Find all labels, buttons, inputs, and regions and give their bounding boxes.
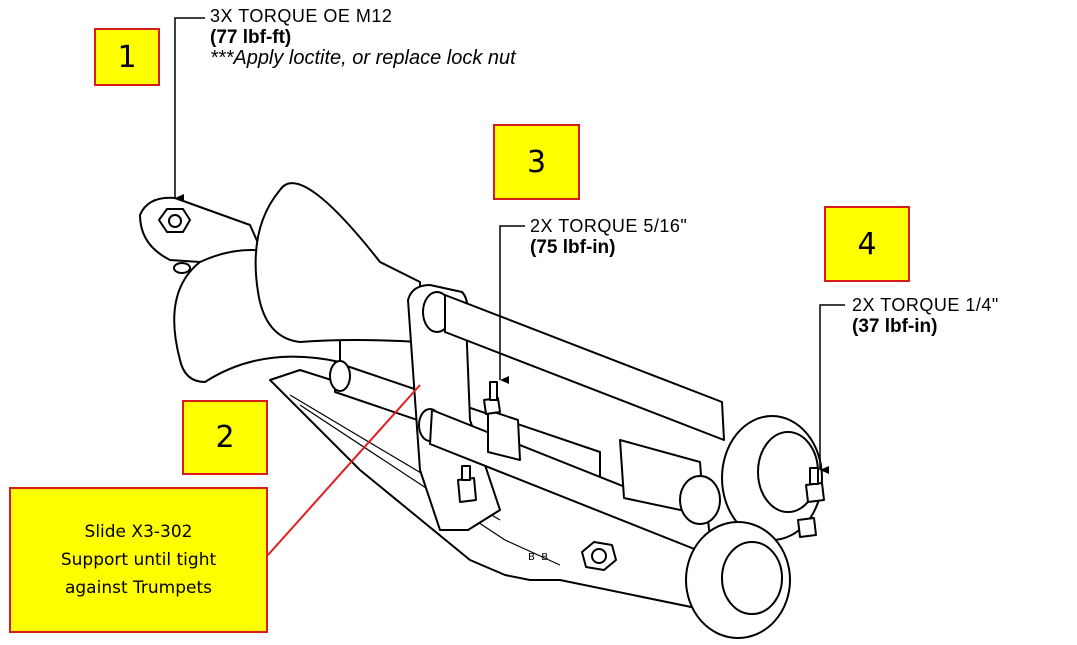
leader-arrow-1 xyxy=(174,17,205,202)
svg-text:B B: B B xyxy=(528,552,548,563)
upper-tube xyxy=(444,294,725,441)
trumpet-bell-right xyxy=(254,182,421,343)
torque-note-1-spec: 3X TORQUE OE M12 xyxy=(210,6,393,26)
torque-note-4: 2X TORQUE 1/4" (37 lbf-in) xyxy=(852,295,999,337)
step-4-label: 4 xyxy=(824,206,910,282)
step-1-label: 1 xyxy=(94,28,160,86)
support-callout-line-1: Slide X3-302 xyxy=(84,522,193,542)
valve-body xyxy=(487,409,521,461)
torque-note-4-value: (37 lbf-in) xyxy=(852,316,938,337)
torque-note-1-value: (77 lbf-ft) xyxy=(210,27,292,48)
callout-leader-line xyxy=(267,384,421,556)
support-callout-line-2: Support until tight xyxy=(60,550,217,570)
step-3-label: 3 xyxy=(493,124,580,200)
torque-note-4-spec: 2X TORQUE 1/4" xyxy=(852,295,999,315)
leader-arrow-4 xyxy=(819,304,845,474)
leader-arrow-3 xyxy=(499,225,525,384)
torque-note-3-value: (75 lbf-in) xyxy=(530,237,616,258)
torque-note-3: 2X TORQUE 5/16" (75 lbf-in) xyxy=(530,216,687,258)
torque-note-1: 3X TORQUE OE M12 (77 lbf-ft) ***Apply lo… xyxy=(210,6,516,69)
support-callout: Slide X3-302 Support until tight against… xyxy=(9,487,268,633)
torque-note-1-instruction: ***Apply loctite, or replace lock nut xyxy=(210,47,516,69)
torque-note-3-spec: 2X TORQUE 5/16" xyxy=(530,216,688,236)
step-2-label: 2 xyxy=(182,400,268,475)
support-callout-line-3: against Trumpets xyxy=(64,578,213,598)
